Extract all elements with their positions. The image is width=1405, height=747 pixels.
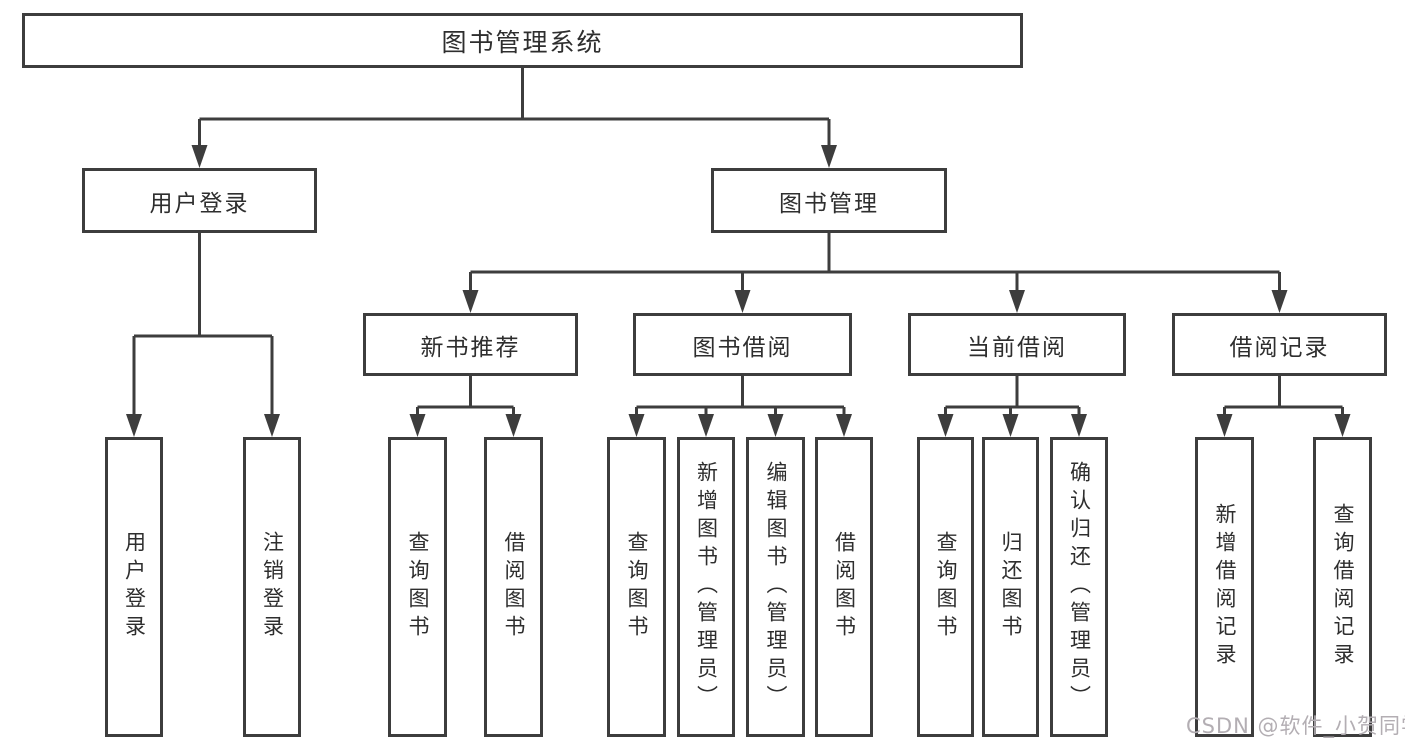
node-label: 新书推荐	[420, 334, 521, 361]
connector-current-borrow-children	[937, 376, 1087, 437]
node-current-borrowing: 当前借阅	[908, 313, 1126, 376]
node-recommend-query-books: 查询图书	[388, 437, 447, 737]
node-label: 新增借阅记录	[1213, 503, 1237, 671]
node-return-books: 归还图书	[982, 437, 1039, 737]
node-query-borrow-record: 查询借阅记录	[1313, 437, 1372, 737]
node-label: 图书管理	[779, 190, 879, 217]
node-recommend-borrow-books: 借阅图书	[484, 437, 543, 737]
node-label: 归还图书	[999, 531, 1023, 643]
node-book-management: 图书管理	[711, 168, 947, 233]
connector-book-borrow-children	[628, 376, 852, 437]
node-label: 查询图书	[625, 531, 649, 643]
node-label: 查询借阅记录	[1331, 503, 1355, 671]
node-current-query-books: 查询图书	[917, 437, 974, 737]
node-label: 用户登录	[122, 531, 147, 643]
node-label: 查询图书	[406, 531, 430, 643]
node-borrowing-query-books: 查询图书	[607, 437, 666, 737]
node-edit-books-admin: 编辑图书（管理员）	[746, 437, 805, 737]
node-user-login: 用户登录	[105, 437, 163, 737]
node-confirm-return-admin: 确认归还（管理员）	[1050, 437, 1108, 737]
node-user-login-group: 用户登录	[82, 168, 317, 233]
node-add-borrow-record: 新增借阅记录	[1195, 437, 1254, 737]
node-label: 借阅图书	[502, 531, 526, 643]
node-new-book-recommend: 新书推荐	[363, 313, 578, 376]
node-borrowing-borrow-books: 借阅图书	[815, 437, 873, 737]
node-add-books-admin: 新增图书（管理员）	[677, 437, 735, 737]
node-label: 新增图书（管理员）	[694, 461, 719, 713]
node-logout: 注销登录	[243, 437, 301, 737]
node-library-management-system: 图书管理系统	[22, 13, 1023, 68]
connector-new-book-children	[409, 376, 522, 437]
node-label: 当前借阅	[967, 334, 1067, 361]
node-label: 借阅记录	[1229, 334, 1330, 361]
node-label: 注销登录	[260, 531, 285, 643]
node-book-borrowing: 图书借阅	[633, 313, 852, 376]
connector-borrow-record-children	[1216, 376, 1351, 437]
node-label: 编辑图书（管理员）	[764, 461, 788, 713]
node-borrowing-records: 借阅记录	[1172, 313, 1387, 376]
connector-root-to-level2	[191, 68, 837, 168]
node-label: 图书管理系统	[441, 27, 604, 57]
node-label: 确认归还（管理员）	[1067, 461, 1092, 713]
node-label: 借阅图书	[832, 531, 857, 643]
node-label: 图书借阅	[692, 334, 793, 361]
node-label: 查询图书	[934, 531, 958, 643]
node-label: 用户登录	[149, 190, 250, 217]
watermark: CSDN @软件_小贺同学	[1186, 714, 1405, 738]
connector-user-login-children	[126, 233, 280, 437]
connector-book-management-children	[462, 233, 1288, 313]
